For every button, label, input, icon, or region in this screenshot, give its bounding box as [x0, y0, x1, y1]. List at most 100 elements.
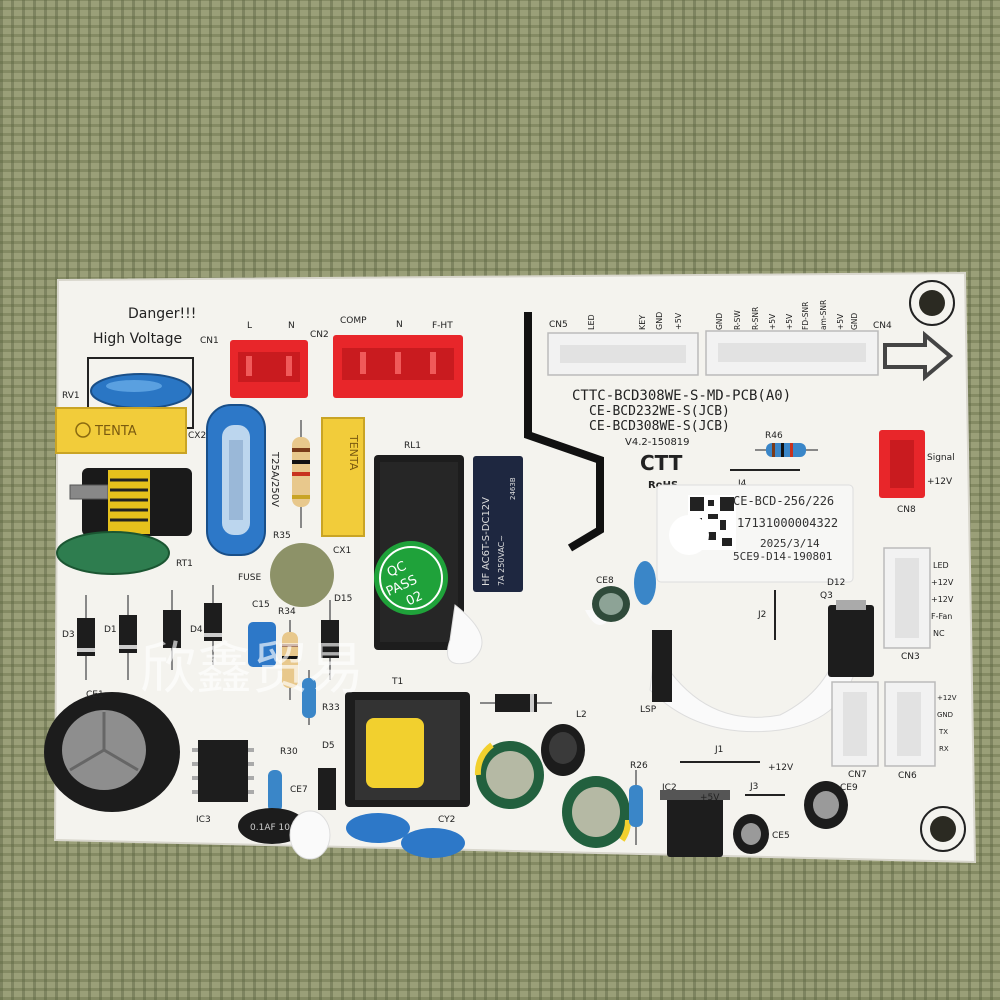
ic3-label: IC3 — [196, 815, 211, 825]
rv1-label: RV1 — [62, 391, 80, 401]
cn3-label: CN3 — [901, 652, 920, 662]
resistor-blue — [268, 770, 282, 812]
inductor-l2 — [541, 724, 585, 776]
warning-line2: High Voltage — [93, 331, 182, 347]
sticker-line2: 17131000004322 — [737, 516, 838, 530]
d4-label: D4 — [190, 625, 203, 635]
model-line3: CE-BCD308WE-S(JCB) — [589, 419, 730, 434]
cn4-pin-8: +5V — [836, 313, 845, 330]
ce7-label: CE7 — [290, 785, 308, 795]
diode-d4-b — [204, 585, 222, 665]
capacitor-green-2 — [562, 776, 631, 848]
cn1-n-label: N — [288, 321, 295, 331]
relay-code: 2463B — [509, 477, 517, 500]
ce7-value: 0.1AF 104F — [250, 823, 301, 833]
capacitor-ce5 — [733, 814, 769, 854]
qc-line1: QC — [385, 559, 409, 581]
c15-label: C15 — [252, 600, 270, 610]
capacitor-ce8 — [592, 586, 630, 622]
cn8-signal-label: Signal — [927, 453, 955, 463]
cn4-pin-4: +5V — [768, 313, 777, 330]
cn7-label: CN7 — [848, 770, 867, 780]
diode-horizontal — [480, 694, 552, 712]
pcb-trace — [524, 312, 604, 552]
model-line1: CTTC-BCD308WE-S-MD-PCB(A0) — [572, 388, 791, 404]
diode-d1 — [119, 595, 137, 680]
sticker-line1: CE-BCD-256/226 — [733, 494, 834, 508]
t1-label: T1 — [391, 677, 403, 687]
qc-line3: 02 — [404, 589, 425, 610]
resistor-r26 — [629, 770, 643, 845]
cn6-pin-1: +12V — [937, 694, 957, 702]
plus5v-label: +5V — [700, 793, 720, 803]
cn6-label: CN6 — [898, 771, 917, 781]
cn2-n-label: N — [396, 320, 403, 330]
plus12v-label: +12V — [768, 763, 794, 773]
capacitor-ce9 — [804, 781, 848, 829]
cn4-label: CN4 — [873, 321, 892, 331]
connector-cn1 — [230, 340, 308, 398]
d15-label: D15 — [334, 594, 352, 604]
thermistor-rt1 — [56, 531, 170, 575]
cn1-l-label: L — [247, 321, 252, 331]
version-label: V4.2-150819 — [625, 437, 690, 448]
model-line2: CE-BCD232WE-S(JCB) — [589, 404, 730, 419]
resistor-r35 — [292, 420, 310, 528]
r33-label: R33 — [322, 703, 340, 713]
capacitor-ce7: 0.1AF 104F — [238, 808, 306, 844]
resistor-r46 — [755, 443, 818, 457]
cn4-pin-2: R-SW — [733, 310, 742, 330]
j1-label: J1 — [714, 745, 723, 755]
capacitor-ce1 — [44, 692, 180, 812]
connector-cn4 — [705, 330, 879, 376]
cn6-pin-3: TX — [938, 728, 948, 736]
d3-label: D3 — [62, 630, 75, 640]
glue-blob — [447, 604, 483, 665]
connector-cn8 — [879, 430, 925, 498]
cx1-label: CX1 — [333, 546, 351, 556]
warning-line1: Danger!!! — [128, 306, 196, 322]
d12-label: D12 — [827, 578, 845, 588]
cn2-label: CN2 — [310, 330, 329, 340]
cn5-pin-key: KEY — [638, 315, 647, 330]
relay-small: HF AC6T-S-DC12V 7A 250VAC~ 2463B — [473, 456, 523, 592]
cn3-pin-3: +12V — [931, 595, 954, 604]
capacitor-y1 — [346, 813, 410, 843]
ic2-label: IC2 — [662, 783, 677, 793]
diode-d15 — [321, 600, 339, 680]
capacitor-cx2: TENTA — [55, 407, 187, 454]
r46-label: R46 — [765, 431, 783, 441]
cn5-pin-gnd: GND — [655, 312, 664, 330]
mounting-hole-top-right — [909, 280, 955, 326]
cn4-pin-7: am-SNR — [819, 300, 828, 330]
fuse-rating: T25A/250V — [269, 451, 280, 507]
j4-label: J4 — [737, 479, 747, 489]
glue-blob — [289, 810, 331, 860]
sticker-line4: 5CE9-D14-190801 — [733, 550, 832, 563]
fuse-label: FUSE — [238, 573, 261, 583]
capacitor-green-1 — [474, 741, 544, 809]
transformer-t1 — [345, 692, 470, 807]
r30-label: R30 — [280, 747, 298, 757]
cn3-pin-1: LED — [933, 561, 949, 570]
cn6-pin-2: GND — [937, 711, 953, 719]
cn8-12v-label: +12V — [927, 477, 953, 487]
resistor-r34 — [282, 620, 298, 700]
capacitor-c15 — [248, 622, 276, 667]
rl1-label: RL1 — [404, 441, 421, 451]
l2-label: L2 — [576, 710, 587, 720]
r26-label: R26 — [630, 761, 648, 771]
cn5-pin-led: LED — [587, 314, 596, 330]
relay-model: AC6T-S-DC12V — [481, 497, 492, 570]
connector-cn3 — [883, 547, 931, 649]
cn4-pin-6: FD-SNR — [801, 302, 810, 330]
component-lsp — [652, 630, 672, 702]
cn4-pin-3: R-SNR — [751, 307, 760, 330]
d5-label: D5 — [322, 741, 335, 751]
cn2-fht-label: F-HT — [432, 321, 453, 331]
transistor-q3 — [828, 600, 874, 677]
capacitor-cx1: TENTA — [321, 417, 365, 537]
cx1-brand: TENTA — [347, 434, 360, 471]
ce1-label: CE1 — [86, 690, 104, 700]
